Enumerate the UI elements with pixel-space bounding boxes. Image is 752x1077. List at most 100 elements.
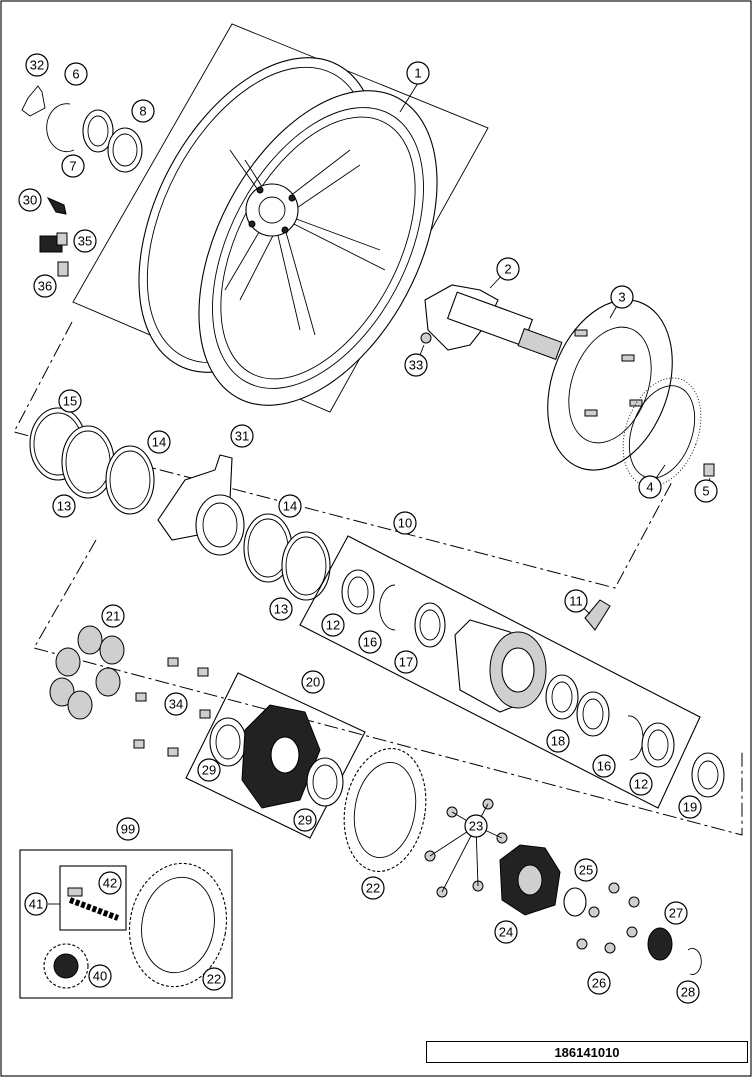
chain-box [59,865,127,931]
callout-41: 41 [24,892,48,916]
callout-17: 17 [394,650,418,674]
callout-28: 28 [676,980,700,1004]
svg-text:42: 42 [103,876,117,891]
callout-5: 5 [694,479,718,503]
svg-text:29: 29 [298,813,312,828]
callout-27: 27 [664,901,688,925]
brake-caliper-support [157,454,245,556]
kit-box [19,849,233,999]
svg-text:22: 22 [207,972,221,987]
callout-18: 18 [546,729,570,753]
nuts-23 [424,798,508,898]
callout-1: 1 [406,61,430,85]
callout-12-a: 12 [321,613,345,637]
callout-33: 33 [404,353,428,377]
svg-text:40: 40 [93,969,107,984]
dash-line-lower [33,539,743,836]
svg-text:13: 13 [57,499,71,514]
svg-text:3: 3 [618,290,625,305]
callout-22-b: 22 [202,967,226,991]
callout-99: 99 [116,817,140,841]
callout-14-a: 14 [147,430,171,454]
callout-42: 42 [98,871,122,895]
dampers-21 [49,625,125,720]
parts-30-35-36 [39,196,69,277]
svg-text:27: 27 [669,906,683,921]
svg-text:20: 20 [306,675,320,690]
svg-text:19: 19 [683,800,697,815]
rear-wheel-rim [72,23,489,413]
callout-35: 35 [73,229,97,253]
svg-text:34: 34 [169,697,183,712]
callout-29-b: 29 [293,808,317,832]
dash-line-upper [13,321,674,589]
svg-text:24: 24 [499,925,513,940]
seals-15-13-14 [29,407,155,515]
callout-16-b: 16 [592,754,616,778]
callout-26: 26 [587,971,611,995]
drive-sprocket [43,943,89,989]
callout-30: 30 [18,188,42,212]
callout-13-b: 13 [269,597,293,621]
svg-text:14: 14 [152,435,166,450]
svg-text:12: 12 [634,777,648,792]
axle-flange [420,284,563,360]
callout-20: 20 [301,670,325,694]
svg-text:5: 5 [702,484,709,499]
callout-3: 3 [610,285,634,309]
callout-13-a: 13 [52,494,76,518]
callout-7: 7 [61,154,85,178]
svg-text:41: 41 [29,897,43,912]
callout-10: 10 [393,511,417,535]
svg-text:10: 10 [398,516,412,531]
svg-text:26: 26 [592,976,606,991]
svg-text:1: 1 [414,66,421,81]
brake-disc [547,299,673,471]
svg-text:6: 6 [72,67,79,82]
svg-text:16: 16 [597,759,611,774]
seals-14-13-middle [243,513,331,601]
sprocket-adaptor [499,844,561,916]
bolts-34 [133,657,211,757]
svg-text:17: 17 [399,655,413,670]
svg-text:13: 13 [274,602,288,617]
callout-31: 31 [230,424,254,448]
callout-40: 40 [88,964,112,988]
svg-text:35: 35 [78,234,92,249]
svg-text:21: 21 [106,609,120,624]
callout-19: 19 [678,795,702,819]
callout-12-b: 12 [629,772,653,796]
svg-text:2: 2 [504,262,511,277]
svg-text:25: 25 [579,863,593,878]
svg-text:11: 11 [569,594,583,609]
chain-link [67,887,120,921]
document-number: 186141010 [426,1041,748,1063]
callout-34: 34 [164,692,188,716]
svg-text:28: 28 [681,985,695,1000]
nuts-26 [576,882,640,954]
svg-text:18: 18 [551,734,565,749]
svg-text:4: 4 [646,480,653,495]
callout-6: 6 [64,62,88,86]
callout-29-a: 29 [197,758,221,782]
spacer-19 [691,752,725,798]
callout-23: 23 [464,814,488,838]
svg-text:12: 12 [326,618,340,633]
callout-22-a: 22 [361,876,385,900]
hub-parts [341,569,675,768]
callout-32: 32 [25,53,49,77]
svg-text:36: 36 [38,279,52,294]
svg-text:33: 33 [409,358,423,373]
callout-36: 36 [33,274,57,298]
circlip-28 [687,947,702,975]
callout-2: 2 [496,257,520,281]
svg-text:32: 32 [30,58,44,73]
callout-4: 4 [638,475,662,499]
svg-text:16: 16 [363,635,377,650]
svg-text:8: 8 [139,104,146,119]
svg-text:30: 30 [23,193,37,208]
svg-text:15: 15 [63,394,77,409]
svg-text:29: 29 [202,763,216,778]
